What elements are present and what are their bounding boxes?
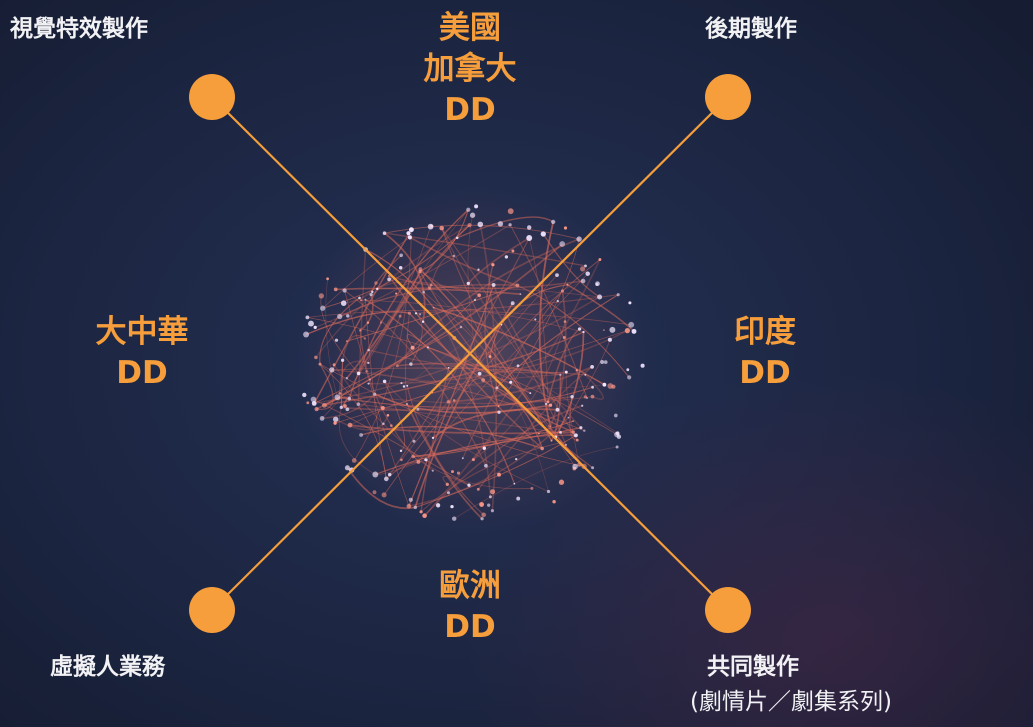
region-india: 印度 DD xyxy=(685,312,845,394)
region-usa-canada: 美國 加拿大 DD xyxy=(390,8,550,131)
label-visual-effects: 視覺特效製作 xyxy=(10,16,148,42)
label-post-production: 後期製作 xyxy=(705,16,797,42)
top-left-dot-icon xyxy=(189,74,235,120)
region-greater-china: 大中華 DD xyxy=(62,312,222,394)
top-right-dot-icon xyxy=(705,74,751,120)
region-europe-line1: 歐洲 xyxy=(439,568,501,604)
region-china-line1: 大中華 xyxy=(95,314,189,350)
label-co-production-sub: (劇情片／劇集系列) xyxy=(690,689,892,715)
region-usa-line3: DD xyxy=(444,91,496,128)
network-globe-icon xyxy=(297,185,647,535)
region-europe: 歐洲 DD xyxy=(390,566,550,648)
region-india-line2: DD xyxy=(739,354,791,391)
region-usa-line1: 美國 xyxy=(439,10,501,46)
region-usa-line2: 加拿大 xyxy=(423,50,517,87)
label-co-production: 共同製作 xyxy=(707,654,799,680)
region-europe-line2: DD xyxy=(444,608,496,645)
bottom-right-dot-icon xyxy=(705,587,751,633)
label-virtual-human: 虛擬人業務 xyxy=(50,654,165,680)
region-china-line2: DD xyxy=(116,354,168,391)
bottom-left-dot-icon xyxy=(189,587,235,633)
connector-line-diagonal-up xyxy=(211,96,729,611)
region-india-line1: 印度 xyxy=(734,314,796,350)
